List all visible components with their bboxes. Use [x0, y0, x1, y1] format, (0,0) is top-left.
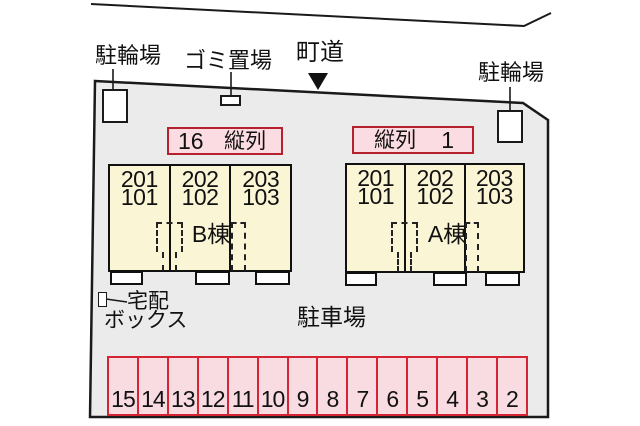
- room-lower: 103: [242, 184, 280, 210]
- room-numbers: 202 102: [171, 166, 230, 210]
- garbage-box: [220, 95, 241, 106]
- bicycle-parking-label-left: 駐輪場: [95, 43, 162, 68]
- room-upper: 202: [181, 166, 219, 192]
- entrance-porch: [485, 272, 520, 286]
- bicycle-parking-box-left: [102, 89, 128, 123]
- stairwell-dashed: [397, 252, 412, 272]
- parking-stall: 4: [438, 358, 469, 414]
- parking-stall: 2: [497, 358, 526, 414]
- entrance-porch: [255, 271, 290, 285]
- entrance-porch: [433, 272, 467, 286]
- leader-line-delivery-box: [105, 298, 128, 303]
- room-upper: 201: [357, 165, 395, 191]
- room-lower: 102: [416, 183, 454, 209]
- building-a-name: A棟: [427, 221, 467, 247]
- room-numbers: 203 103: [231, 166, 290, 210]
- room-numbers: 201 101: [110, 166, 169, 210]
- entrance-porch: [345, 272, 377, 286]
- building-a-unit-2: 202 102: [406, 165, 466, 271]
- room-numbers: 201 101: [347, 165, 404, 209]
- building-b-unit-3: 203 103: [231, 166, 290, 270]
- room-upper: 203: [242, 166, 280, 192]
- room-numbers: 202 102: [406, 165, 463, 209]
- parking-stall: 11: [228, 358, 259, 414]
- parking-lot-label: 駐車場: [297, 304, 366, 330]
- building-b-unit-2: 202 102: [171, 166, 232, 270]
- parking-stall: 15: [109, 358, 139, 414]
- town-road-label: 町道: [296, 39, 344, 66]
- tandem-parking-header-right: 縦列 1: [352, 126, 474, 154]
- room-upper: 203: [475, 165, 513, 191]
- parking-stall-row: 15 14 13 12 11 10 9 8 7 6 5 4 3 2: [107, 356, 528, 416]
- room-numbers: 203 103: [466, 165, 523, 209]
- parking-stall: 8: [318, 358, 349, 414]
- room-upper: 202: [416, 165, 454, 191]
- parking-stall: 13: [168, 358, 199, 414]
- parking-stall: 12: [198, 358, 229, 414]
- entrance-porch: [195, 271, 230, 285]
- room-lower: 102: [181, 184, 219, 210]
- parking-stall: 10: [258, 358, 289, 414]
- garbage-area-label: ゴミ置場: [184, 48, 273, 73]
- building-a-unit-3: 203 103: [466, 165, 523, 271]
- building-a: 201 101 202 102 203 103: [345, 163, 525, 273]
- delivery-box-label-line2: ボックス: [104, 309, 188, 332]
- tandem-right-number: 1: [441, 126, 454, 153]
- bicycle-parking-box-right: [497, 110, 523, 143]
- building-a-unit-1: 201 101: [347, 165, 407, 271]
- parking-stall: 9: [288, 358, 319, 414]
- delivery-box-label-line1: 宅配: [127, 290, 169, 313]
- stairwell-dashed: [465, 222, 479, 272]
- parking-stall: 6: [378, 358, 409, 414]
- tandem-parking-header-left: 16 縦列: [167, 127, 283, 155]
- room-lower: 101: [120, 184, 158, 210]
- tandem-left-number: 16: [178, 127, 204, 154]
- entrance-porch: [110, 271, 143, 285]
- bicycle-parking-label-right: 駐輪場: [478, 60, 545, 85]
- road-arrow-icon: [308, 73, 328, 90]
- stairwell-dashed: [162, 252, 177, 271]
- room-lower: 101: [357, 183, 395, 209]
- room-lower: 103: [475, 183, 513, 209]
- stairwell-dashed: [231, 222, 246, 271]
- stairwell-dashed: [156, 222, 183, 252]
- tandem-left-label: 縦列: [224, 129, 266, 153]
- parking-stall: 5: [408, 358, 439, 414]
- delivery-box-marker: [98, 292, 107, 307]
- building-b-name: B棟: [191, 221, 231, 247]
- town-road-line: [90, 3, 552, 28]
- parking-stall: 7: [348, 358, 379, 414]
- building-b-unit-1: 201 101: [110, 166, 171, 270]
- stairwell-dashed: [391, 222, 418, 252]
- room-upper: 201: [120, 166, 158, 192]
- building-b: 201 101 202 102 203 103: [108, 164, 292, 272]
- tandem-right-label: 縦列: [374, 128, 416, 152]
- parking-stall: 14: [138, 358, 169, 414]
- parking-stall: 3: [468, 358, 498, 414]
